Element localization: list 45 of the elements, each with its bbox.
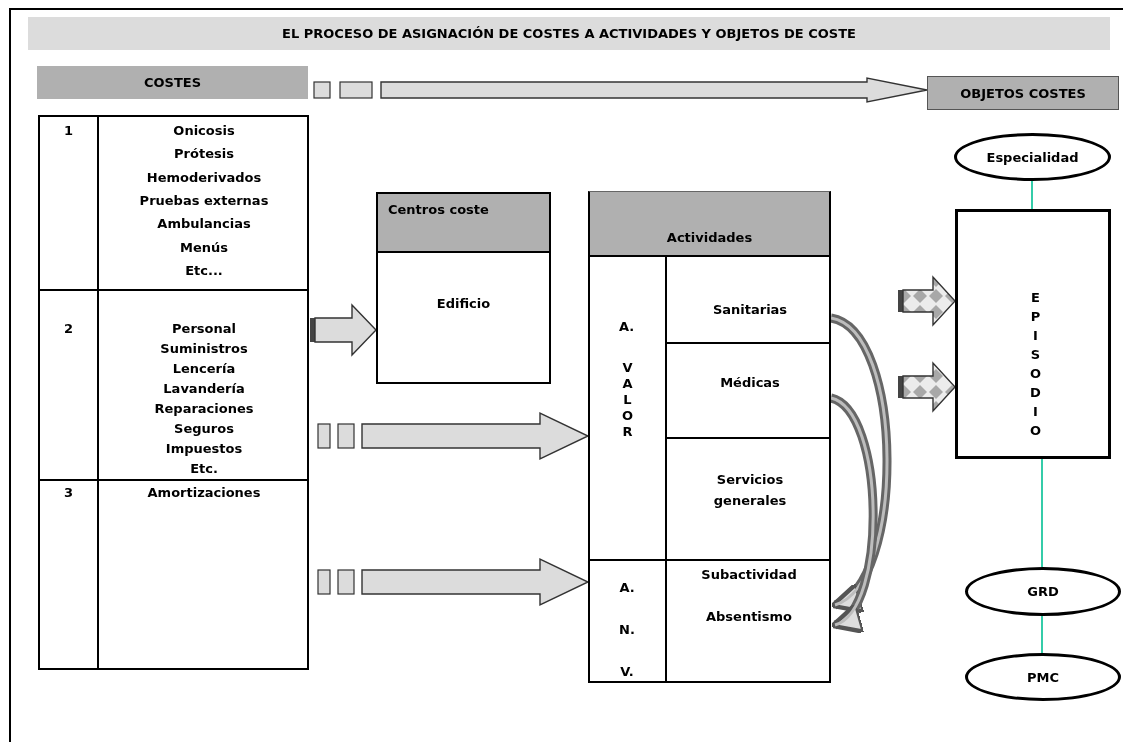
item-text: Suministros <box>159 341 249 356</box>
item-text: Prótesis <box>173 146 235 162</box>
item-text: Hemoderivados <box>145 169 263 185</box>
cell-text: Edificio <box>435 296 492 311</box>
heading-text: Centros coste <box>388 202 489 217</box>
node-label: Especialidad <box>986 149 1079 165</box>
item-text: Personal <box>171 321 237 336</box>
cell-text: Subactividad <box>700 567 798 582</box>
row-number: 3 <box>62 485 74 500</box>
title-text: EL PROCESO DE ASIGNACIÓN DE COSTES A ACTIVIDADES Y OBJETOS DE COSTE <box>282 26 856 41</box>
cell-text: Sanitarias <box>711 301 789 319</box>
cell-text: Servicios generales <box>712 471 788 510</box>
item-text: Ambulancias <box>156 216 252 232</box>
cell-text: A. N. V. <box>618 579 636 681</box>
row-number: 1 <box>62 123 74 138</box>
item-text: Reparaciones <box>153 401 255 416</box>
table-row <box>38 289 309 481</box>
item-text: Impuestos <box>164 441 244 456</box>
result-box <box>955 209 1111 459</box>
node-label: COSTES <box>143 75 202 90</box>
item-text: Lavandería <box>162 381 246 396</box>
node-label: OBJETOS COSTES <box>960 85 1086 101</box>
header-band <box>927 76 1119 110</box>
process-box <box>376 192 551 384</box>
node-label: PMC <box>1027 669 1059 685</box>
item-text: Onicosis <box>172 123 236 138</box>
node-label: GRD <box>1027 584 1059 599</box>
item-text: Lencería <box>171 361 237 376</box>
table-row <box>38 479 309 670</box>
item-text: Etc. <box>189 461 219 476</box>
cell-text: A. <box>617 319 636 334</box>
vertical-text: VALOR <box>619 360 636 440</box>
item-text: Etc... <box>184 262 224 278</box>
item-text: Seguros <box>173 421 235 436</box>
header-band <box>37 66 308 99</box>
activity-table <box>588 191 831 683</box>
item-text: Amortizaciones <box>146 485 262 500</box>
heading-text: Actividades <box>665 230 754 245</box>
item-text: Pruebas externas <box>138 192 270 208</box>
table-row <box>38 115 309 291</box>
row-number: 2 <box>62 321 74 336</box>
item-text: Menús <box>179 239 229 255</box>
cell-text: Absentismo <box>704 609 794 624</box>
cell-text: Médicas <box>719 374 781 392</box>
vertical-text: EPISODIO <box>1027 290 1044 442</box>
